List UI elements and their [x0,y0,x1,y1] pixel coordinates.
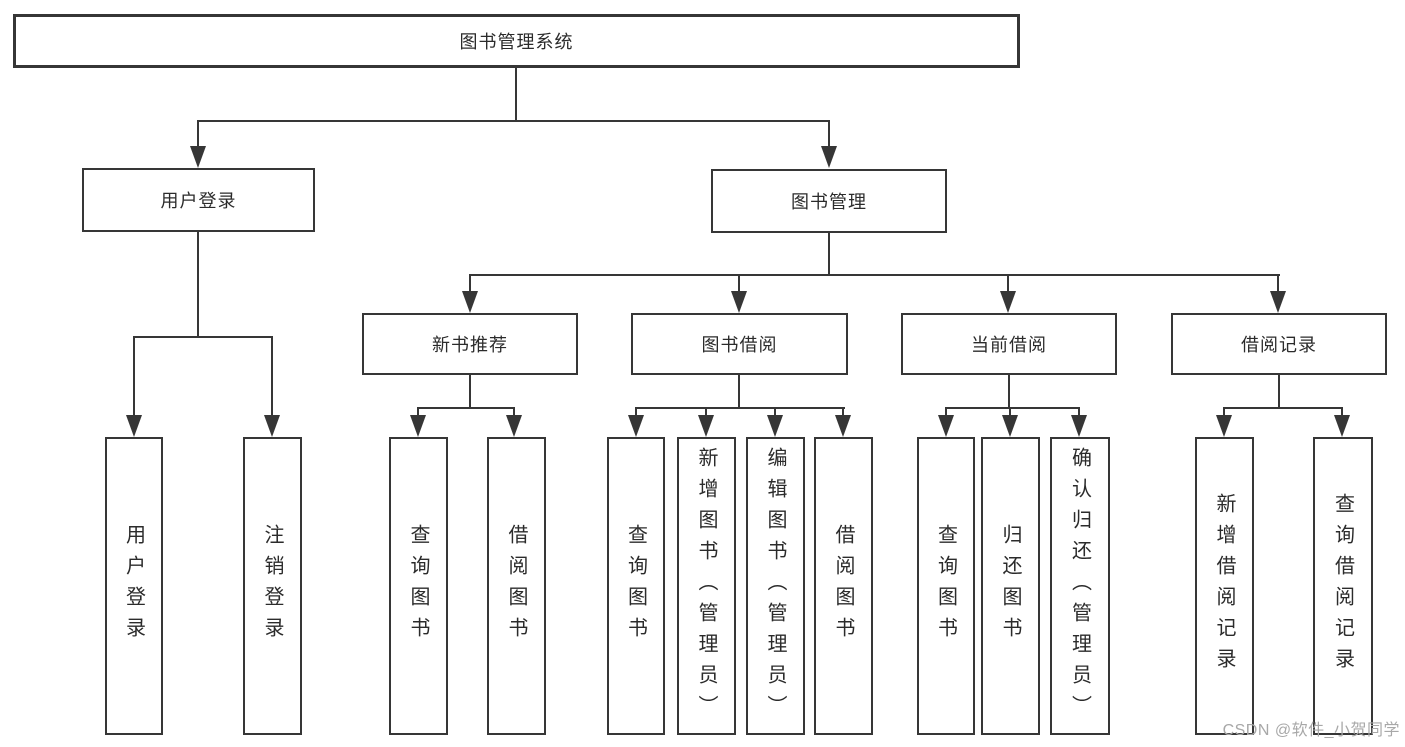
arrowhead-icon [767,415,783,437]
edge-group-stem [1278,375,1280,407]
leaf-borrow-query-books-label: 查询图书 [624,524,647,648]
edge-root-bar [197,120,830,122]
edge-drop-leaf [133,338,135,416]
node-book-mgmt-label: 图书管理 [791,192,867,212]
leaf-edit-book-admin: 编辑图书（管理员） [746,437,805,735]
edge-drop-book-mgmt [828,122,830,148]
edge-drop-leaf [705,409,707,417]
edge-drop-leaf [1341,409,1343,417]
edge-group-bar [945,407,1080,409]
leaf-recommend-borrow-books: 借阅图书 [487,437,546,735]
arrowhead-icon [506,415,522,437]
leaf-recommend-query-books-label: 查询图书 [407,524,429,648]
edge-group-stem [469,375,471,407]
node-borrow-records-label: 借阅记录 [1241,335,1317,355]
edge-drop-leaf [1078,409,1080,417]
leaf-add-borrow-record-label: 新增借阅记录 [1213,493,1235,679]
leaf-user-login-label: 用户登录 [122,524,145,648]
leaf-query-borrow-record: 查询借阅记录 [1313,437,1373,735]
edge-drop-leaf [271,338,273,416]
node-new-book-recommend: 新书推荐 [362,313,578,375]
edge-drop-leaf [635,409,637,417]
edge-book-mgmt-bar [469,274,1280,276]
edge-user-login-stem [197,232,199,336]
leaf-borrow-books: 借阅图书 [814,437,873,735]
arrowhead-icon [264,415,280,437]
edge-group-bar [1223,407,1343,409]
edge-drop-group [469,276,471,292]
arrowhead-icon [731,291,747,313]
edge-drop-leaf [774,409,776,417]
node-root-label: 图书管理系统 [459,32,574,52]
edge-group-stem [738,375,740,407]
arrowhead-icon [126,415,142,437]
edge-drop-leaf [417,409,419,417]
node-root-system: 图书管理系统 [13,14,1020,68]
node-book-borrow: 图书借阅 [631,313,848,375]
edge-drop-leaf [513,409,515,417]
arrowhead-icon [821,146,837,168]
leaf-current-query-books-label: 查询图书 [934,524,957,648]
leaf-borrow-query-books: 查询图书 [607,437,665,735]
node-book-mgmt: 图书管理 [711,169,947,233]
edge-drop-leaf [945,409,947,417]
arrowhead-icon [628,415,644,437]
leaf-add-book-admin-label: 新增图书（管理员） [695,446,717,726]
arrowhead-icon [462,291,478,313]
node-current-borrow: 当前借阅 [901,313,1117,375]
edge-drop-group [738,276,740,292]
leaf-logout: 注销登录 [243,437,302,735]
csdn-watermark: CSDN @软件_小贺同学 [1222,722,1400,739]
leaf-confirm-return-admin: 确认归还（管理员） [1050,437,1110,735]
leaf-confirm-return-admin-label: 确认归还（管理员） [1068,446,1091,726]
leaf-current-query-books: 查询图书 [917,437,975,735]
arrowhead-icon [410,415,426,437]
edge-drop-leaf [842,409,844,417]
arrowhead-icon [1216,415,1232,437]
arrowhead-icon [698,415,714,437]
node-user-login-label: 用户登录 [160,191,237,211]
arrowhead-icon [835,415,851,437]
edge-book-mgmt-stem [828,233,830,274]
leaf-add-book-admin: 新增图书（管理员） [677,437,736,735]
leaf-add-borrow-record: 新增借阅记录 [1195,437,1254,735]
edge-group-stem [1008,375,1010,407]
edge-root-stem [515,68,517,120]
leaf-user-login: 用户登录 [105,437,163,735]
edge-drop-leaf [1009,409,1011,417]
node-user-login: 用户登录 [82,168,315,232]
arrowhead-icon [1270,291,1286,313]
node-borrow-records: 借阅记录 [1171,313,1387,375]
leaf-logout-label: 注销登录 [261,524,283,648]
arrowhead-icon [1000,291,1016,313]
edge-drop-user-login [197,122,199,148]
arrowhead-icon [1071,415,1087,437]
arrowhead-icon [1334,415,1350,437]
edge-user-login-bar [133,336,273,338]
leaf-query-borrow-record-label: 查询借阅记录 [1331,493,1354,679]
leaf-edit-book-admin-label: 编辑图书（管理员） [764,446,786,726]
node-book-borrow-label: 图书借阅 [701,335,778,355]
edge-drop-group [1277,276,1279,292]
leaf-borrow-books-label: 借阅图书 [832,524,854,648]
leaf-return-books-label: 归还图书 [999,524,1021,648]
arrowhead-icon [1002,415,1018,437]
leaf-recommend-query-books: 查询图书 [389,437,448,735]
leaf-return-books: 归还图书 [981,437,1040,735]
edge-group-bar [635,407,845,409]
node-new-book-recommend-label: 新书推荐 [432,335,508,355]
arrowhead-icon [190,146,206,168]
edge-drop-group [1007,276,1009,292]
edge-drop-leaf [1223,409,1225,417]
arrowhead-icon [938,415,954,437]
leaf-recommend-borrow-books-label: 借阅图书 [505,524,527,648]
node-current-borrow-label: 当前借阅 [971,335,1047,355]
edge-group-bar [417,407,515,409]
